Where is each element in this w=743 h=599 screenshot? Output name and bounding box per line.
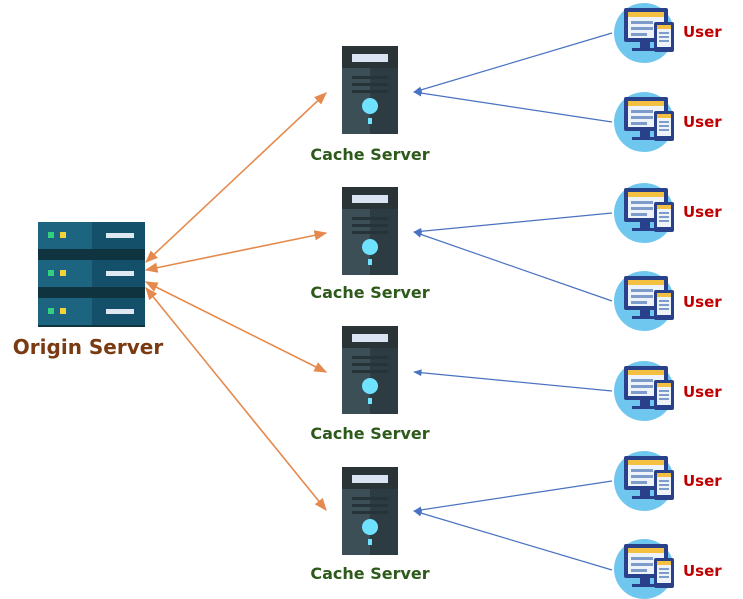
user-link-2 <box>413 89 613 123</box>
server-tower-icon <box>342 46 398 134</box>
computer-icon <box>614 92 674 152</box>
cache-server-label: Cache Server <box>310 283 429 302</box>
computer-icon <box>614 361 674 421</box>
user-link-6 <box>413 480 613 514</box>
user-label: User <box>683 472 722 490</box>
origin-server-label: Origin Server <box>13 335 164 359</box>
user-node: User <box>614 539 722 599</box>
cache-server-node: Cache Server <box>310 326 430 443</box>
cache-server-label: Cache Server <box>310 564 429 583</box>
computer-icon <box>614 183 674 243</box>
computer-icon <box>614 271 674 331</box>
user-link-1 <box>413 32 613 94</box>
computer-icon <box>614 539 674 599</box>
user-node: User <box>614 183 722 243</box>
origin-link-4 <box>145 287 327 511</box>
server-tower-icon <box>342 467 398 555</box>
cache-server-label: Cache Server <box>310 424 429 443</box>
user-node: User <box>614 92 722 152</box>
server-tower-icon <box>342 187 398 275</box>
computer-icon <box>614 451 674 511</box>
user-link-5 <box>413 369 613 392</box>
computer-icon <box>614 3 674 63</box>
user-link-3 <box>413 212 613 235</box>
user-label: User <box>683 562 722 580</box>
user-links <box>413 32 613 571</box>
user-node: User <box>614 271 722 331</box>
user-label: User <box>683 293 722 311</box>
user-node: User <box>614 361 722 421</box>
cache-server-node: Cache Server <box>310 187 430 302</box>
user-label: User <box>683 113 722 131</box>
origin-link-2 <box>144 230 328 273</box>
user-label: User <box>683 383 722 401</box>
origin-server-icon <box>38 222 145 327</box>
origin-link-1 <box>145 92 327 263</box>
user-link-4 <box>413 231 613 302</box>
cache-server-node: Cache Server <box>310 46 430 164</box>
cache-server-label: Cache Server <box>310 145 429 164</box>
origin-server-node: Origin Server <box>13 222 164 359</box>
user-node: User <box>614 3 722 63</box>
user-node: User <box>614 451 722 511</box>
user-label: User <box>683 23 722 41</box>
user-label: User <box>683 203 722 221</box>
user-link-7 <box>413 509 613 571</box>
origin-link-3 <box>144 281 328 373</box>
cache-server-node: Cache Server <box>310 467 430 583</box>
origin-links <box>144 92 328 511</box>
server-tower-icon <box>342 326 398 414</box>
